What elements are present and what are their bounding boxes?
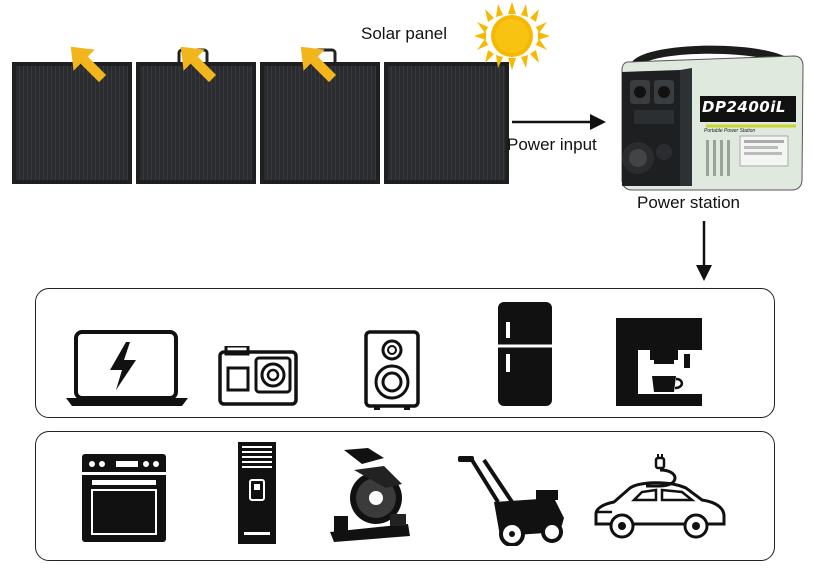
speaker-icon	[364, 330, 420, 410]
cut-off-saw-icon	[330, 448, 410, 542]
refrigerator-icon	[498, 302, 552, 406]
power-station-image: DP2400iL Portable Power Station	[606, 40, 806, 192]
solar-panel-1	[12, 62, 132, 184]
laptop-charging-icon	[66, 330, 188, 406]
generator-model-text: DP2400iL	[702, 98, 786, 116]
solar-panel-label: Solar panel	[361, 24, 448, 43]
power-input-arrow	[512, 114, 606, 130]
sunlight-arrow-icon	[70, 46, 107, 83]
power-station-label: Power station	[637, 193, 740, 212]
coffee-machine-icon	[616, 318, 702, 406]
sunlight-arrow-icon	[300, 46, 337, 83]
power-input-label: Power input	[507, 135, 597, 154]
power-output-arrow	[696, 221, 712, 281]
solar-panel-image	[12, 48, 509, 184]
generator-subtitle-text: Portable Power Station	[704, 128, 756, 134]
sun-icon	[474, 2, 550, 70]
solar-panel-2	[136, 62, 256, 184]
oven-icon	[82, 454, 166, 542]
solar-panel-4	[384, 62, 509, 184]
action-camera-icon	[218, 346, 298, 406]
lawn-mower-icon	[458, 456, 564, 546]
solar-panel-3	[260, 62, 380, 184]
air-conditioner-icon	[238, 442, 276, 544]
sunlight-arrow-icon	[180, 46, 217, 83]
electric-car-icon	[594, 454, 726, 539]
